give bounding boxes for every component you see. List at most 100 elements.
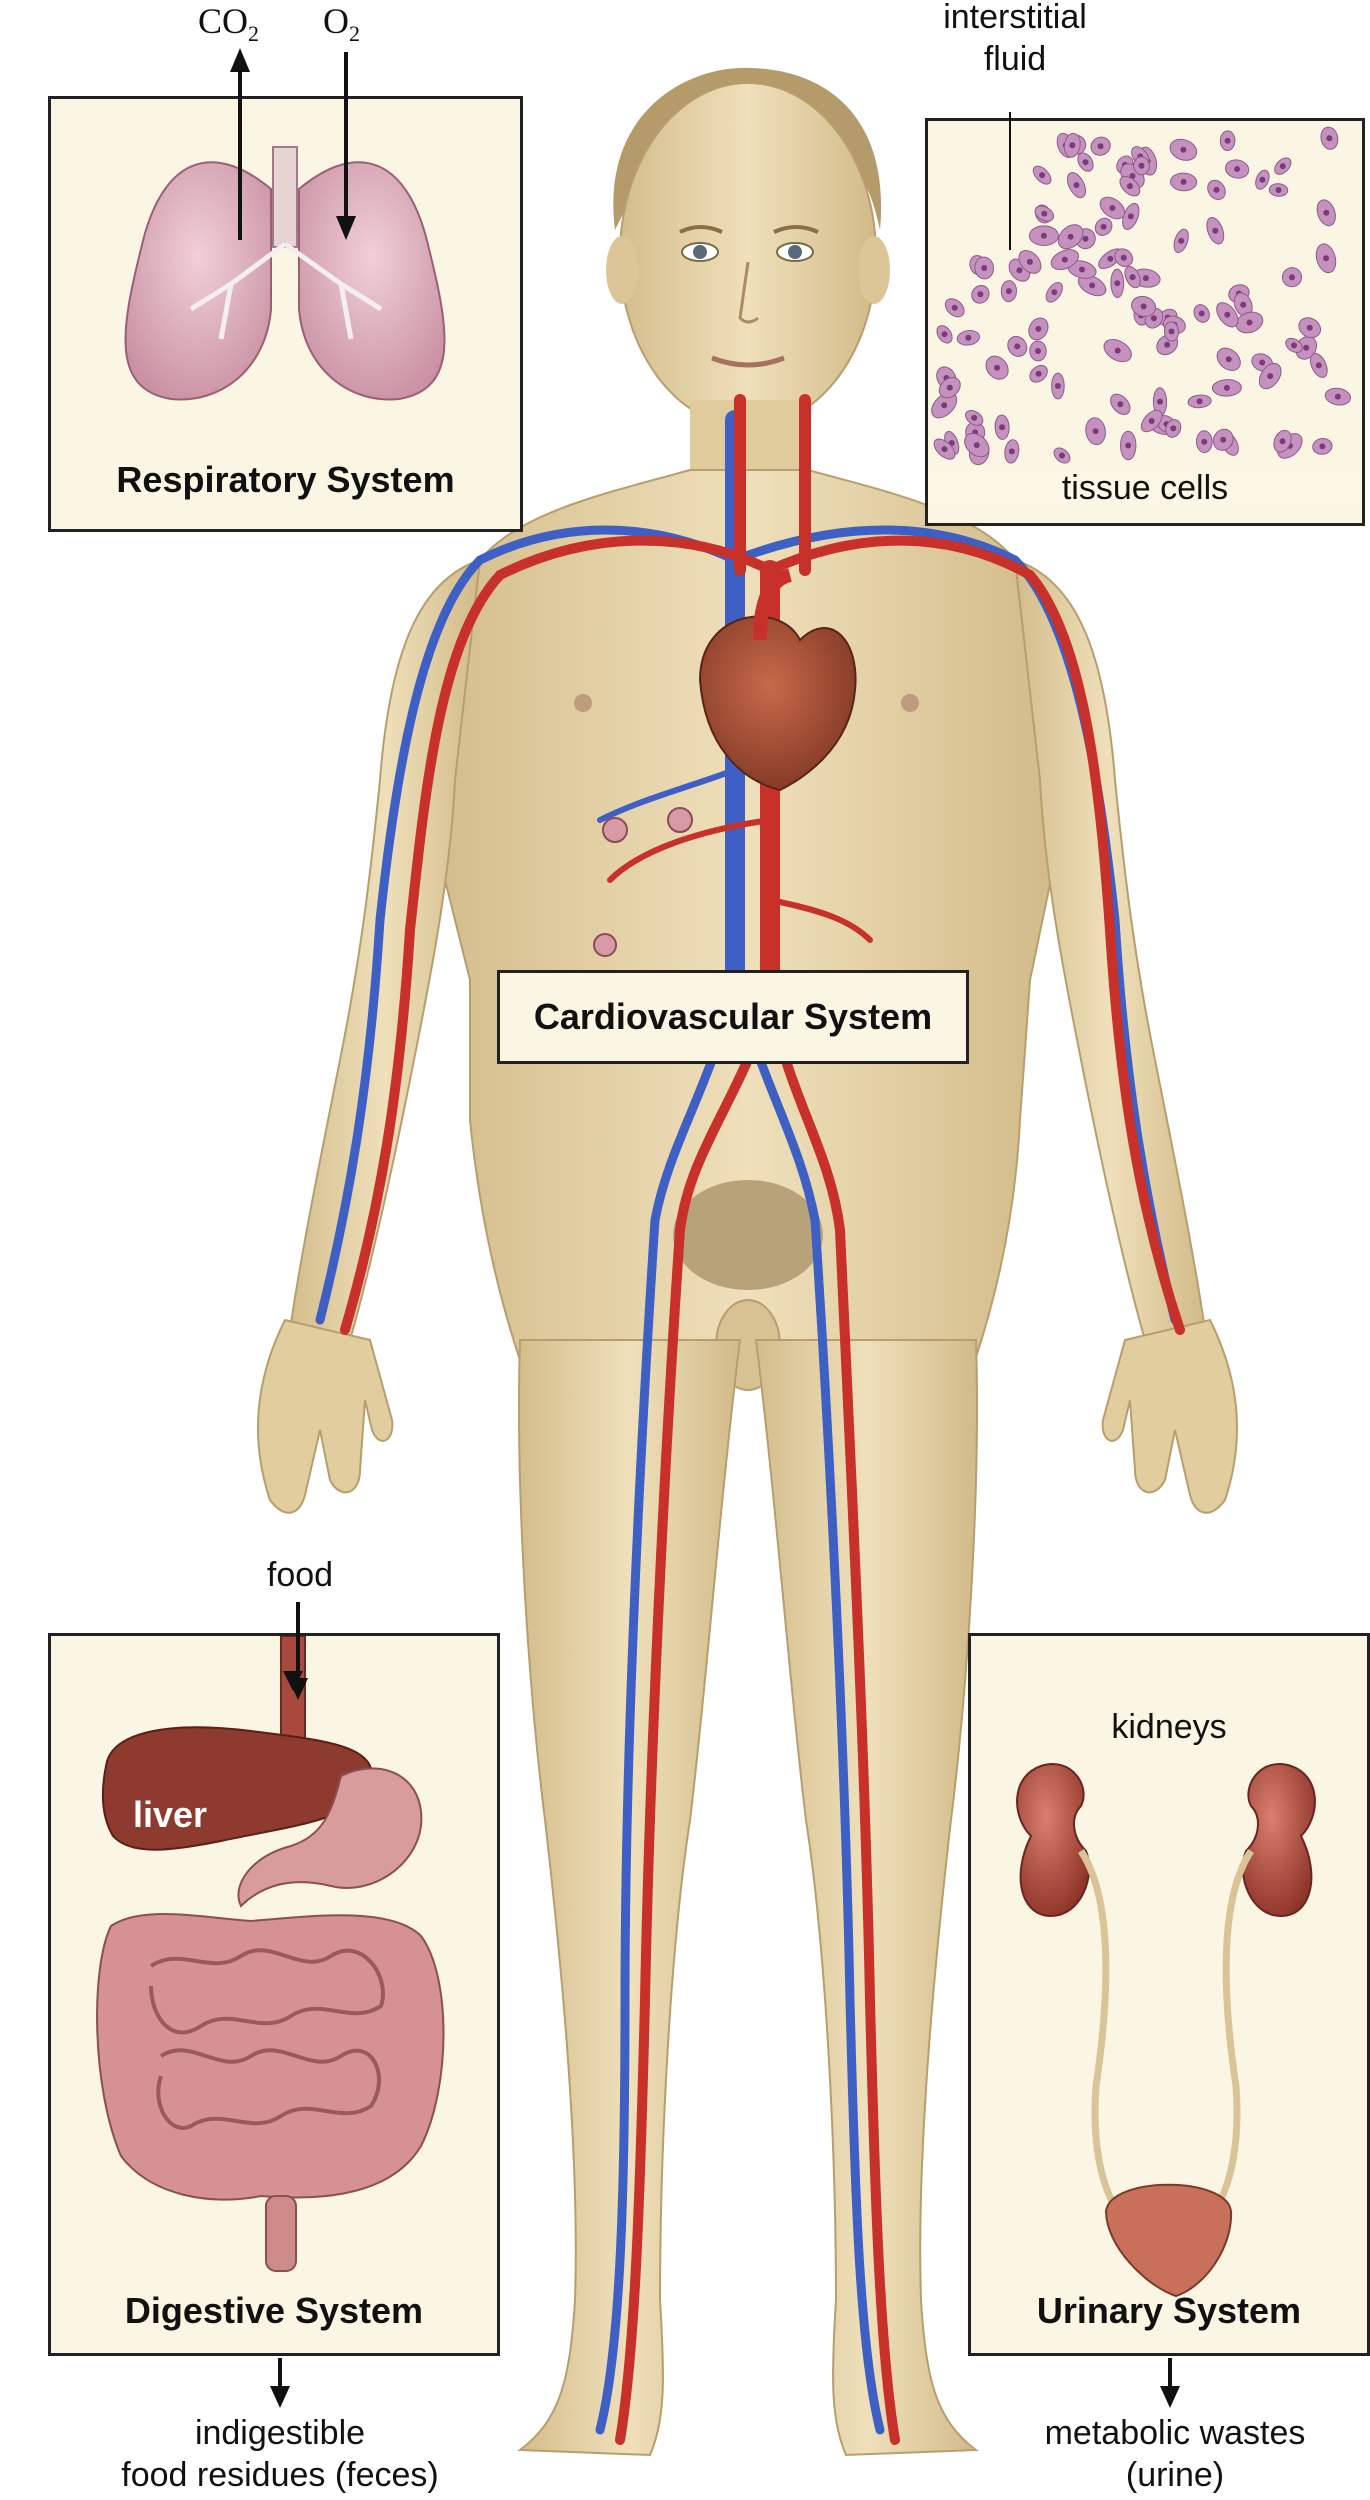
tissue-cell (971, 284, 990, 304)
tissue-cell (1018, 249, 1042, 274)
tissue-cell (1320, 126, 1339, 150)
tissue-cell (1094, 217, 1113, 236)
tissue-cell (1114, 248, 1134, 267)
tissue-cell (1274, 157, 1292, 175)
bladder (1104, 2183, 1233, 2298)
urine-label-line1: metabolic wastes (1044, 2414, 1306, 2452)
tissue-cell (1255, 169, 1270, 190)
tissue-cell (1053, 447, 1071, 464)
tissue-cell (1066, 172, 1087, 199)
tissue-cell (1273, 429, 1292, 453)
tissue-cell (1051, 372, 1065, 400)
tissue-cell (1219, 130, 1236, 151)
tissue-cell (1315, 243, 1337, 274)
tissue-cell (1312, 438, 1333, 455)
neck (690, 400, 808, 480)
tissue-cell (1032, 165, 1052, 185)
tissue-cell (1119, 175, 1141, 197)
tissue-cell (1045, 282, 1063, 303)
intestines-shape (96, 1913, 445, 2201)
urine-label: metabolic wastes (urine) (990, 2412, 1360, 2496)
digestive-organs-illustration (96, 1636, 445, 2272)
tissue-cell (1063, 132, 1081, 158)
tissue-cell (1195, 430, 1213, 454)
tissue-cell (944, 298, 965, 318)
tissue-cell (1131, 295, 1157, 317)
tissue-cell (1077, 274, 1107, 297)
tissue-cell (1099, 196, 1126, 220)
heart (698, 568, 857, 792)
o2-label: O2 (323, 1, 360, 47)
feces-label-line2: food residues (feces) (121, 2456, 439, 2494)
tissue-cell (1000, 280, 1018, 303)
nipple-left (574, 694, 592, 712)
small-intestine-coils (149, 1948, 385, 2130)
tissue-cell (1050, 249, 1079, 271)
nipple-right (901, 694, 919, 712)
tissue-cell (1258, 362, 1282, 390)
tissue-cell (1110, 393, 1131, 415)
left-kidney (1016, 1763, 1091, 1918)
tissue-cell (1216, 347, 1241, 371)
tissue-cell (956, 329, 981, 346)
tissue-cell (1110, 268, 1125, 298)
tissue-panel: tissue cells (925, 118, 1365, 526)
interstitial-fluid-label: interstitial fluid (885, 0, 1145, 80)
left-ureter (1078, 1849, 1124, 2219)
right-hand (1101, 1318, 1238, 1514)
tissue-cell (974, 256, 995, 280)
tissue-cell (1173, 228, 1189, 254)
stomach-shape (237, 1767, 423, 1908)
tissue-cell (1057, 224, 1084, 250)
tissue-cell (1169, 138, 1198, 161)
tissue-cell (1029, 340, 1047, 362)
tissue-cell (1193, 304, 1210, 323)
liver-label: liver (133, 1794, 208, 1835)
tissue-cell (1152, 387, 1168, 417)
tissue-cell (1211, 379, 1242, 397)
rectum-shape (265, 2195, 297, 2272)
tissue-cell (1103, 339, 1132, 363)
tissue-cell (1120, 430, 1137, 461)
tissue-cell (938, 376, 961, 399)
tissue-cell (1235, 311, 1264, 334)
tissue-cell (964, 432, 990, 458)
urinary-organs-illustration (1016, 1763, 1316, 2298)
tissue-cell (1133, 156, 1150, 176)
tissue-cell (1124, 265, 1141, 289)
interstitial-label-line2: fluid (983, 40, 1047, 78)
tissue-cell (1170, 172, 1198, 192)
tissue-cell (1206, 216, 1225, 245)
head (606, 82, 890, 428)
tissue-cell (1233, 292, 1253, 317)
tissue-cell (1090, 136, 1111, 156)
tissue-cell (965, 409, 984, 426)
abdominal-vessels (593, 807, 693, 957)
cardiovascular-system-title: Cardiovascular System (497, 970, 969, 1064)
tissue-cell (1028, 317, 1049, 341)
digestive-panel: liver Digestive System (48, 1633, 500, 2356)
tissue-cell (1165, 419, 1182, 438)
left-hand (257, 1318, 394, 1514)
tissue-cell (1207, 179, 1226, 201)
tissue-cells-illustration (931, 126, 1352, 466)
tissue-cell (1077, 152, 1094, 172)
tissue-cell (994, 414, 1010, 440)
urinary-system-title: Urinary System (1036, 2290, 1302, 2331)
kidneys-label: kidneys (1111, 1708, 1227, 1746)
tissue-cell (1281, 267, 1303, 288)
tissue-cell (1163, 321, 1180, 342)
urinary-panel: kidneys Urinary System (968, 1633, 1370, 2356)
food-label: food (266, 1556, 334, 1594)
tissue-cells-label: tissue cells (928, 469, 1362, 508)
tissue-cell (1285, 337, 1303, 353)
lungs-illustration (124, 146, 446, 401)
interstitial-label-line1: interstitial (943, 0, 1087, 36)
tissue-cell (1007, 335, 1028, 357)
tissue-cell (1316, 199, 1336, 227)
right-ureter (1208, 1849, 1254, 2219)
right-kidney (1241, 1763, 1316, 1918)
tissue-cell (1004, 439, 1020, 464)
tissue-cell (1212, 428, 1234, 451)
